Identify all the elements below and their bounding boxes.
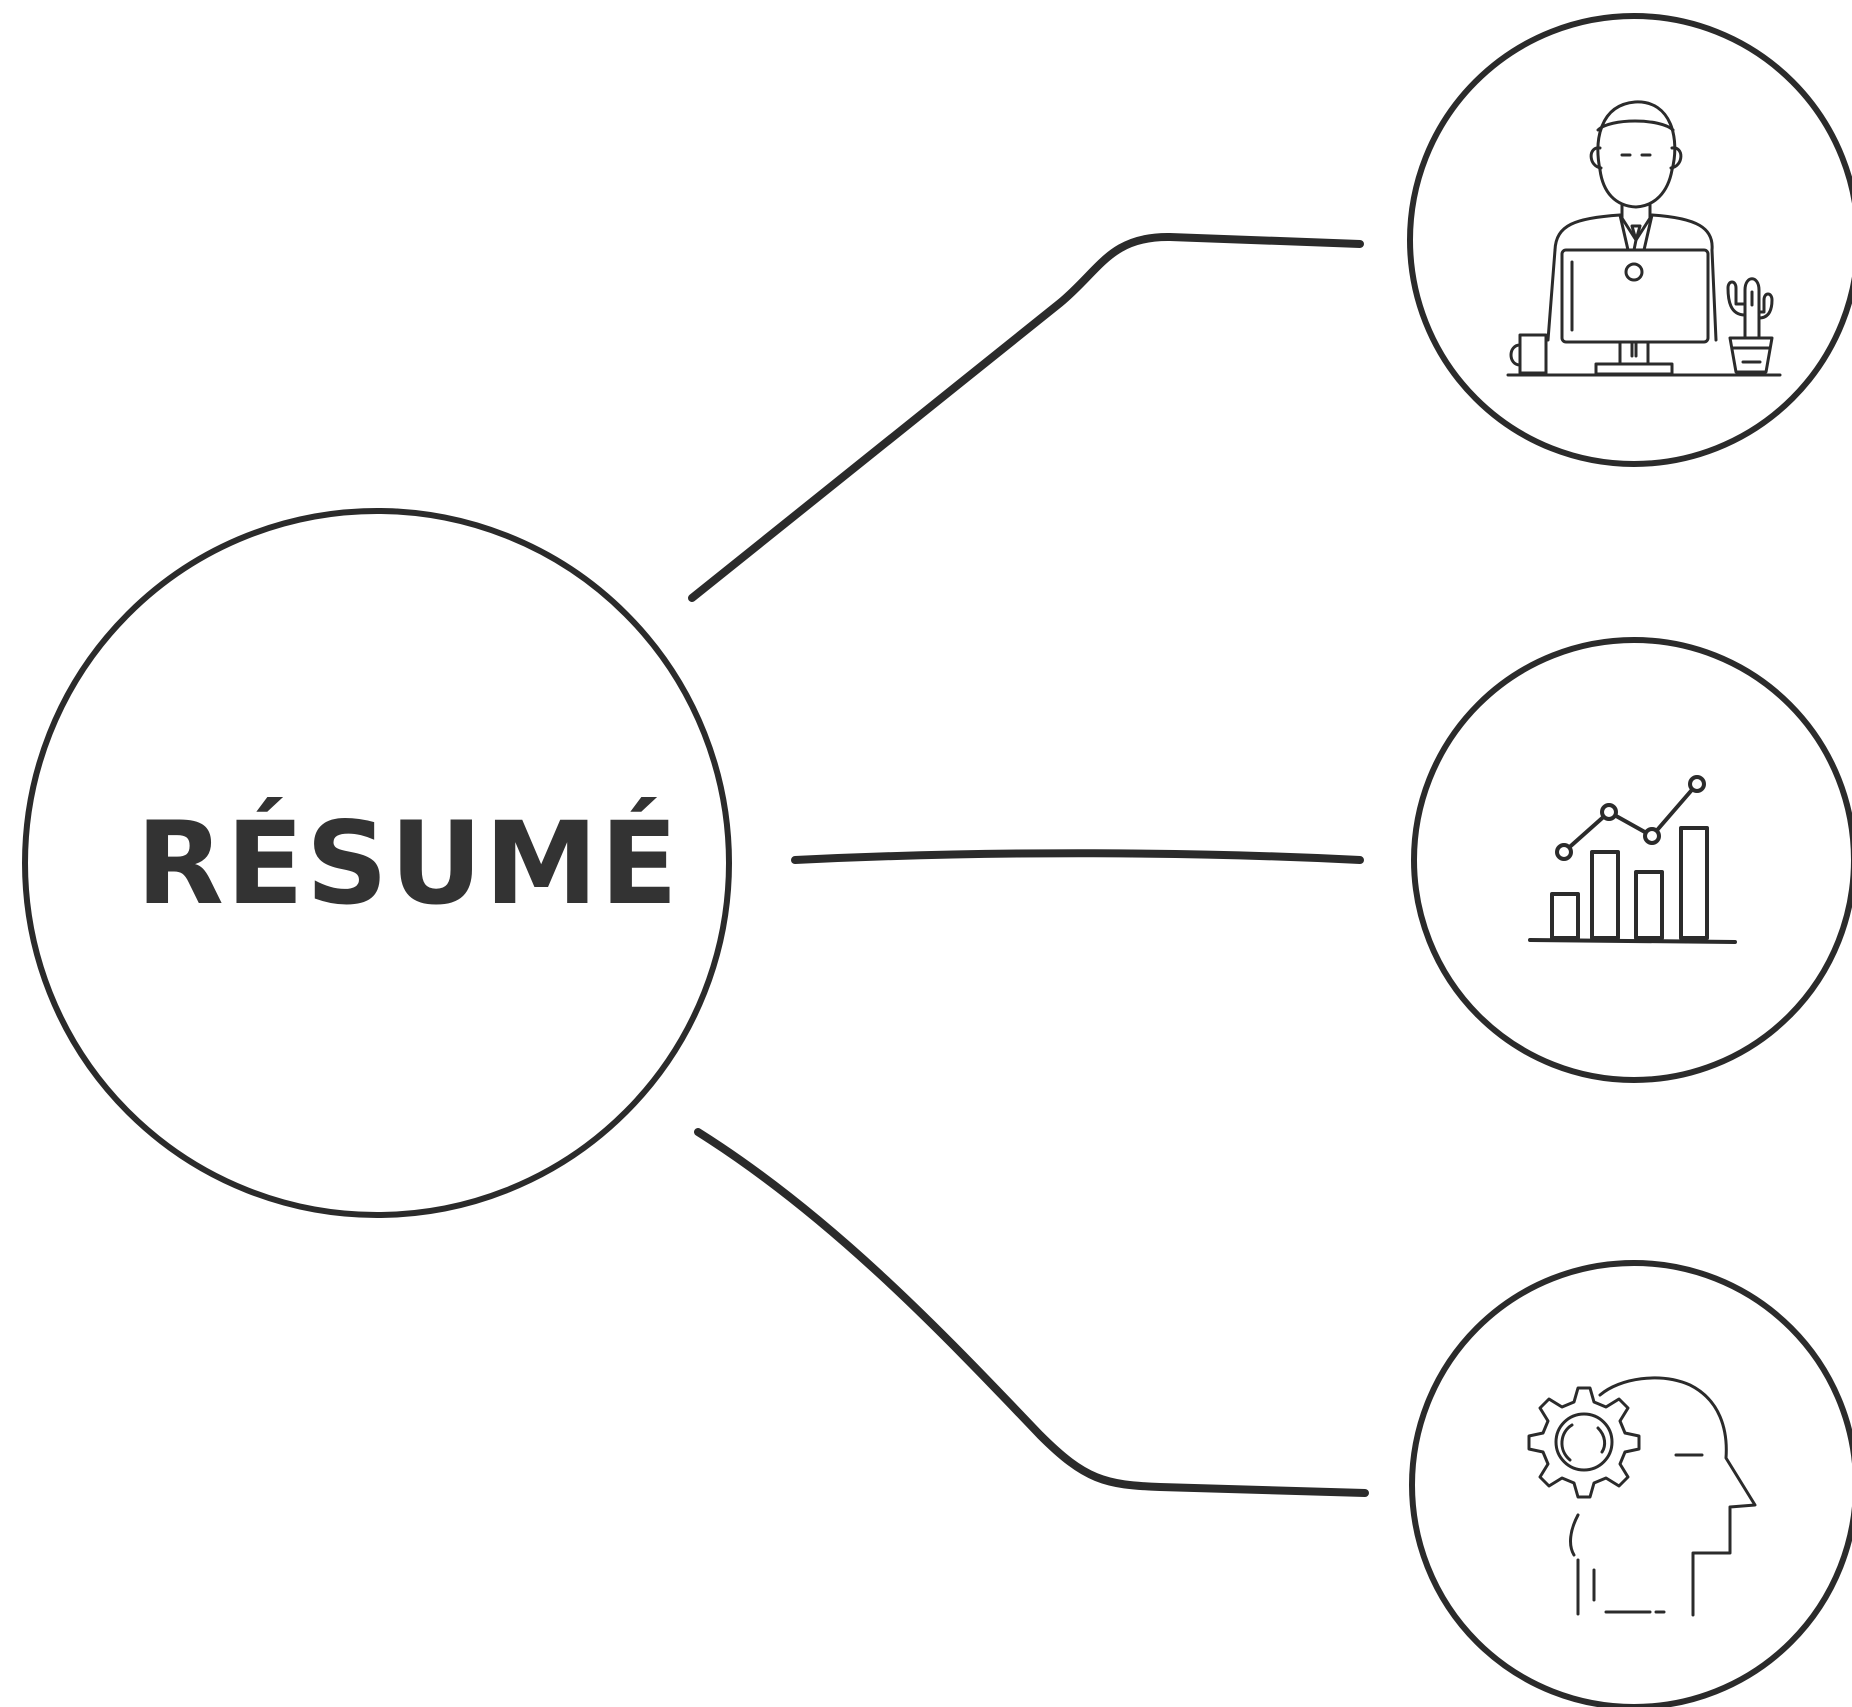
node-circle-professional <box>1407 13 1852 467</box>
node-circle-growth <box>1411 637 1852 1083</box>
node-circle-thinking <box>1409 1260 1852 1707</box>
professional-at-desk-icon <box>1506 100 1782 377</box>
connector-line-top <box>688 232 1364 602</box>
resume-circle <box>22 508 732 1218</box>
head-gear-thinking-icon <box>1527 1376 1757 1617</box>
connector-line-middle <box>791 849 1364 864</box>
connector-line-bottom <box>694 1128 1369 1497</box>
resume-title: RÉSUMÉ <box>136 797 680 930</box>
growth-chart-icon <box>1528 775 1737 944</box>
